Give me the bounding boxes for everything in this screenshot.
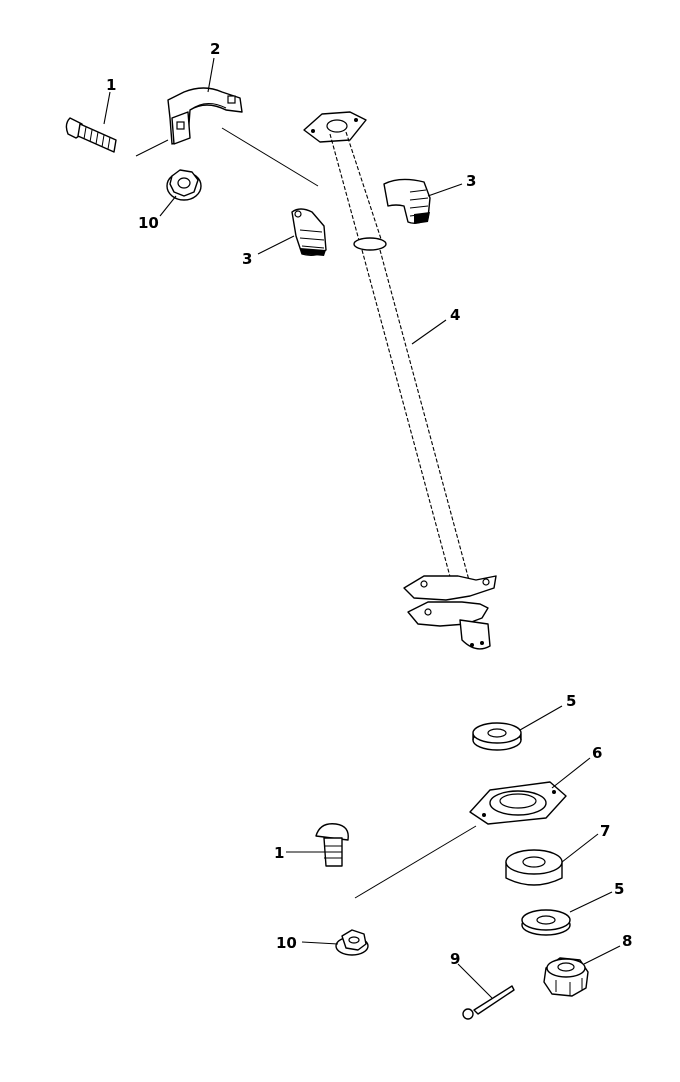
washer-top (472, 722, 522, 751)
bolt-bottom (315, 823, 349, 867)
leader-lines (103, 57, 621, 999)
callout-7: 7 (600, 822, 610, 840)
bolt-top (65, 117, 117, 153)
alignment-lines (135, 127, 477, 899)
castle-nut (543, 957, 589, 997)
bushing-left (291, 208, 327, 257)
steering-post (303, 111, 497, 650)
bearing-flange (469, 781, 567, 825)
callout-1-bottom: 1 (274, 844, 284, 862)
cotter-pin (462, 985, 515, 1020)
callout-8: 8 (622, 932, 632, 950)
callout-5-top: 5 (566, 692, 576, 710)
callout-3-right: 3 (466, 172, 476, 190)
flange-nut-top (166, 169, 202, 201)
spacer (505, 849, 563, 886)
washer-bottom (521, 909, 571, 936)
callout-2: 2 (210, 40, 220, 58)
callout-4: 4 (450, 306, 460, 324)
callout-10-top: 10 (138, 214, 159, 232)
callout-3-left: 3 (242, 250, 252, 268)
callout-10-bottom: 10 (276, 934, 297, 952)
callout-1-top: 1 (106, 76, 116, 94)
callout-5-bottom: 5 (614, 880, 624, 898)
bushing-right (383, 178, 431, 225)
callout-6: 6 (592, 744, 602, 762)
callout-9: 9 (450, 950, 460, 968)
callout-labels: 1 2 3 3 10 4 5 6 1 7 5 10 8 9 (106, 40, 632, 968)
clamp-bracket (167, 87, 243, 145)
flange-nut-bottom (335, 929, 369, 956)
